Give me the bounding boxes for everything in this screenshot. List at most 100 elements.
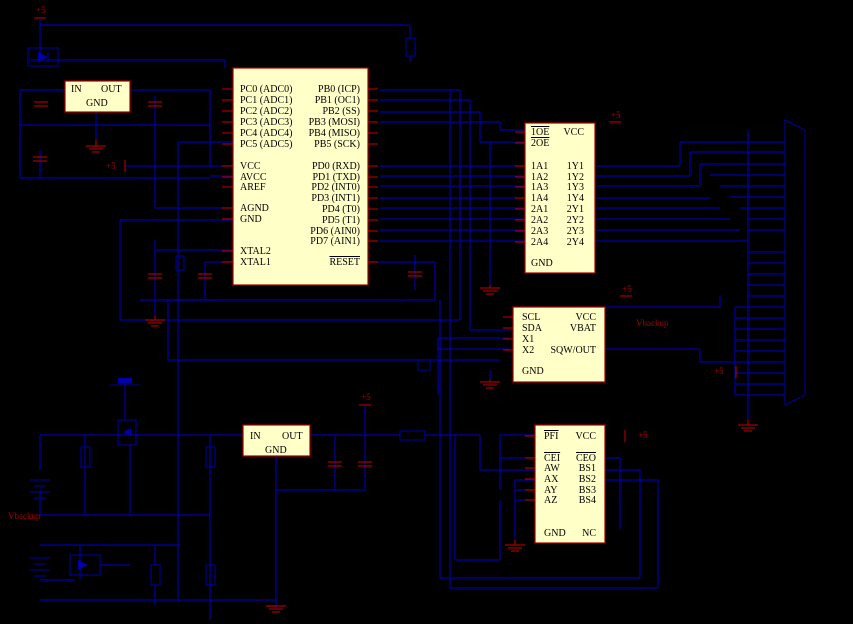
battery-1: [30, 479, 50, 499]
buffer-pin-label: 2A4: [531, 237, 548, 248]
rtc-pin-label: SQW/OUT: [550, 345, 596, 356]
mcu-pin-label: VCC: [240, 161, 261, 172]
buffer-pin-label: 2A2: [531, 215, 548, 226]
voltage-regulator-bottom: IN OUT GND: [242, 424, 311, 457]
buffer-pin-label: 1OE: [531, 127, 549, 138]
ground-symbol-5: [738, 420, 758, 432]
supervisor-pin-label: AZ: [544, 495, 557, 506]
mcu-pin-label: PC4 (ADC4): [240, 128, 293, 139]
power-flag-label: +5: [361, 392, 371, 402]
supervisor-pin-label: AX: [544, 474, 559, 485]
mcu-pin-label: XTAL2: [240, 246, 271, 257]
capacitor-c7: [328, 461, 342, 467]
supervisor-pin-label: BS3: [579, 485, 596, 496]
mcu-pin-label: PB0 (ICP): [318, 84, 360, 95]
rtc-pin-label: VBAT: [570, 323, 596, 334]
rtc-pin-label: X1: [522, 334, 534, 345]
rtc-pin-label: VCC: [575, 312, 596, 323]
buffer-pin-label: 1A3: [531, 182, 548, 193]
rtc-pin-label: SDA: [522, 323, 543, 334]
ground-symbol-7: [266, 605, 286, 613]
mcu-pin-label: PB5 (SCK): [314, 139, 360, 150]
mcu-pin-label: PB3 (MOSI): [309, 117, 360, 128]
pushbutton: [110, 378, 140, 386]
power-flags: +5 +5 +5 +5 +5 +5 +5 Vbackup Vbackup: [8, 5, 737, 521]
power-flag-label: +5: [714, 366, 724, 376]
passive-components: [27, 37, 806, 586]
ground-symbol-6: [505, 540, 525, 552]
capacitor-reset: [408, 271, 422, 277]
supervisor-pin-label: AY: [544, 485, 558, 496]
crystal-mcu: [175, 255, 185, 271]
buffer-pin-label: 1A2: [531, 172, 548, 183]
buffer-pin-label: 1A1: [531, 161, 548, 172]
ground-symbols: [86, 140, 758, 613]
reg-pin-in: IN: [71, 84, 82, 95]
ground-symbol-2: [145, 316, 165, 327]
voltage-regulator-top: IN OUT GND: [64, 80, 131, 113]
supervisor-pin-label: BS1: [579, 463, 596, 474]
mcu-pin-label: PD7 (AIN1): [310, 236, 360, 247]
mcu-pin-label: PD1 (TXD): [313, 172, 361, 183]
capacitor-xtal-2: [198, 273, 212, 279]
mcu-pin-label: PB4 (MISO): [309, 128, 360, 139]
mcu-pin-label: PD4 (T0): [322, 204, 360, 215]
microcontroller-chip: PC0 (ADC0)PC1 (ADC1)PC2 (ADC2)PC3 (ADC3)…: [222, 67, 378, 286]
power-flag-label: +5: [622, 284, 632, 294]
power-flag-label: +5: [638, 430, 648, 440]
resistor-r3: [399, 430, 426, 441]
mcu-pin-label: XTAL1: [240, 257, 271, 268]
mcu-pin-label: PC0 (ADC0): [240, 84, 293, 95]
supervisor-pin-label: PFI: [544, 431, 558, 442]
resistor-r1: [80, 446, 91, 468]
supervisor-pin-label: AW: [544, 463, 560, 474]
mosfet-1: [117, 419, 137, 446]
capacitor-c2: [148, 101, 162, 107]
resistor-r2: [205, 446, 216, 468]
rtc-pin-label: X2: [522, 345, 534, 356]
mcu-pin-label: GND: [240, 214, 262, 225]
mcu-pin-label: PC2 (ADC2): [240, 106, 293, 117]
buffer-pin-label: 1Y2: [567, 172, 584, 183]
mcu-pin-label: PD3 (INT1): [311, 193, 360, 204]
buffer-pin-label: 2Y4: [567, 237, 584, 248]
ground-symbol-1: [86, 140, 106, 153]
mcu-pin-label: PB1 (OC1): [315, 95, 360, 106]
ground-symbol-3: [480, 285, 500, 295]
buffer-pin-label: 2A3: [531, 226, 548, 237]
power-flag-label: +5: [106, 161, 116, 171]
reg-pin-gnd: GND: [86, 98, 108, 109]
supervisor-pin-label: BS4: [579, 495, 596, 506]
reg-pin-in: IN: [250, 431, 261, 442]
wires: [19, 18, 785, 620]
rtc-pin-label: GND: [522, 366, 544, 377]
mcu-pin-label: PD6 (AIN0): [310, 226, 360, 237]
buffer-pin-label: VCC: [563, 127, 584, 138]
resistor-top: [405, 37, 416, 57]
capacitor-c1: [34, 101, 48, 107]
mosfet-2: [69, 554, 101, 576]
reg-pin-gnd: GND: [265, 445, 287, 456]
buffer-pin-label: GND: [531, 258, 553, 269]
reg-pin-out: OUT: [282, 431, 303, 442]
resistor-r5: [205, 564, 216, 586]
mcu-pin-label: AGND: [240, 203, 269, 214]
supervisor-pin-label: CEO: [576, 453, 596, 464]
buffer-pin-label: 1Y1: [567, 161, 584, 172]
vbackup-label: Vbackup: [8, 511, 41, 521]
ground-symbol-4: [480, 380, 500, 389]
mcu-pin-label: PB2 (SS): [322, 106, 360, 117]
supervisor-pin-label: GND: [544, 528, 566, 539]
buffer-pin-label: 2A1: [531, 204, 548, 215]
supervisor-pin-label: CEI: [544, 453, 560, 464]
reg-pin-out: OUT: [101, 84, 122, 95]
mcu-pin-label: RESET: [329, 257, 360, 268]
buffer-pin-label: 1A4: [531, 193, 548, 204]
buffer-pin-label: 1Y3: [567, 182, 584, 193]
capacitor-c8: [358, 461, 372, 467]
crystal-rtc: [417, 359, 431, 371]
mcu-pin-label: PD0 (RXD): [312, 161, 360, 172]
power-flag-label: +5: [611, 110, 621, 120]
